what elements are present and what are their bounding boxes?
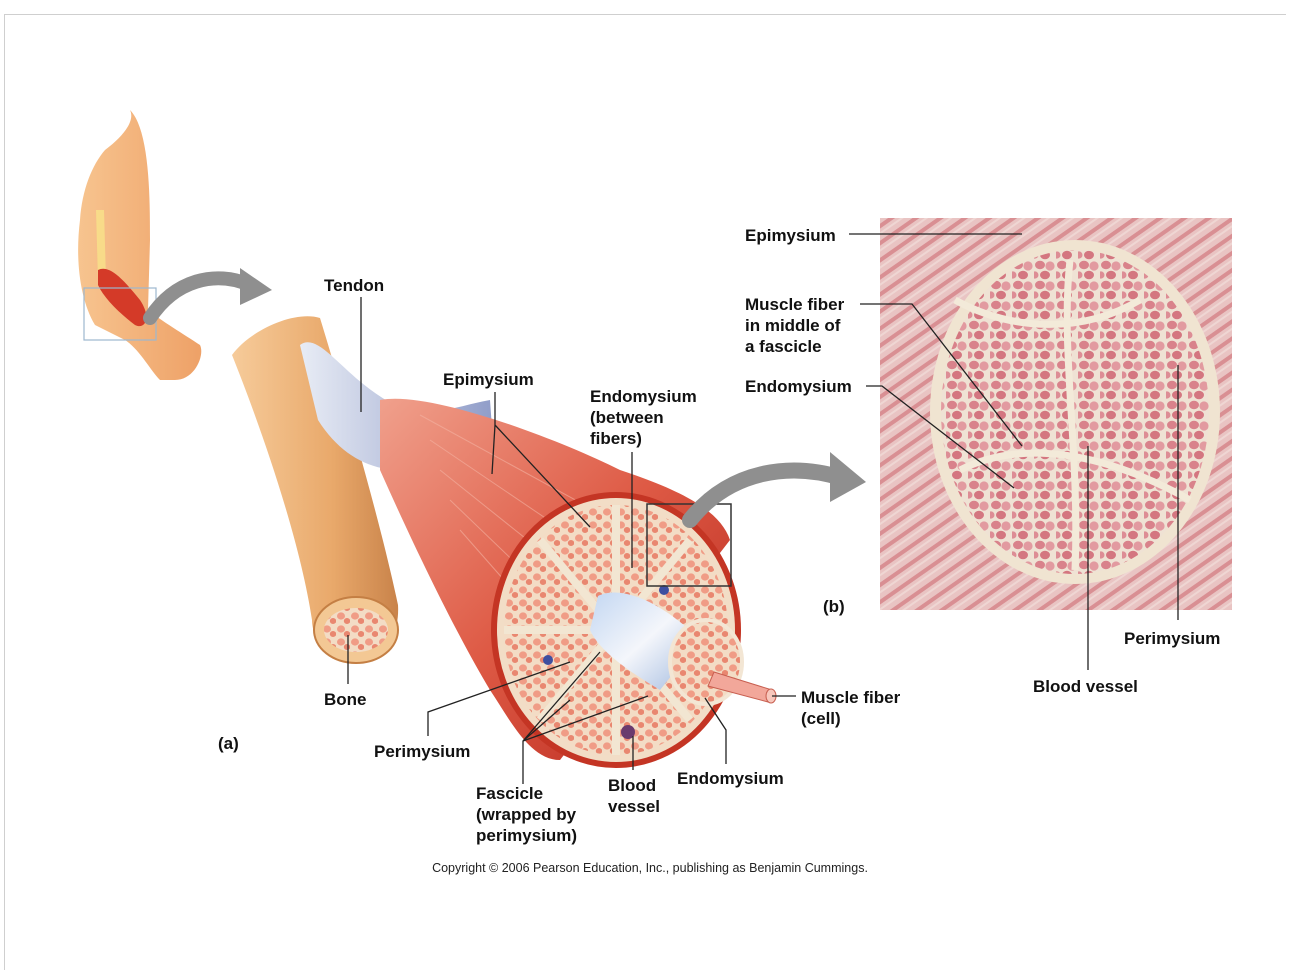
zoom-arrow-a: [150, 278, 250, 318]
label-muscle-fiber-middle: Muscle fiber in middle of a fascicle: [745, 294, 844, 357]
label-fascicle: Fascicle (wrapped by perimysium): [476, 783, 577, 846]
histology-micrograph: [880, 218, 1232, 610]
label-bone: Bone: [324, 689, 367, 710]
label-blood-vessel-a: Blood vessel: [608, 775, 660, 817]
zoom-arrow-a-head: [240, 268, 272, 305]
arm-illustration: [78, 110, 201, 380]
label-endomysium-between: Endomysium (between fibers): [590, 386, 697, 449]
label-epimysium-b: Epimysium: [745, 225, 836, 246]
panel-a-label: (a): [218, 733, 239, 754]
label-endomysium-b: Endomysium: [745, 376, 852, 397]
label-perimysium-a: Perimysium: [374, 741, 470, 762]
zoom-arrow-b-head: [830, 452, 866, 502]
zoom-arrow-b: [690, 471, 842, 520]
muscle-cross-section: [494, 495, 776, 765]
label-endomysium-a: Endomysium: [677, 768, 784, 789]
label-perimysium-b: Perimysium: [1124, 628, 1220, 649]
copyright-notice: Copyright © 2006 Pearson Education, Inc.…: [0, 861, 1290, 875]
label-blood-vessel-b: Blood vessel: [1033, 676, 1138, 697]
panel-b-label: (b): [823, 596, 845, 617]
label-tendon: Tendon: [324, 275, 384, 296]
label-muscle-fiber-cell: Muscle fiber (cell): [801, 687, 900, 729]
label-epimysium-a: Epimysium: [443, 369, 534, 390]
